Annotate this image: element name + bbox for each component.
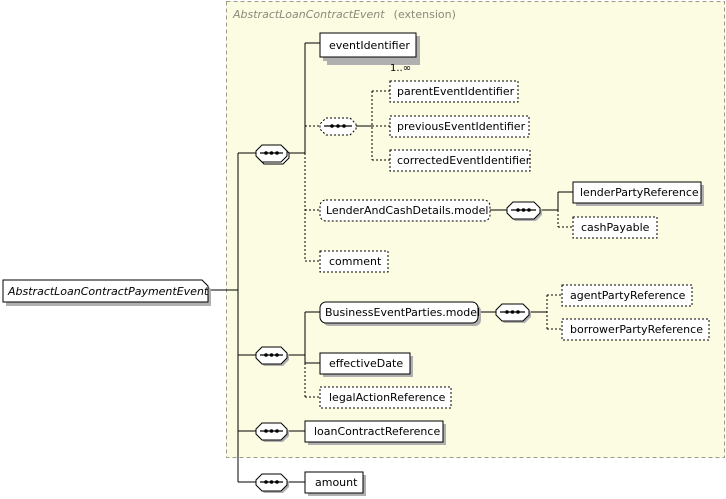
comment-label: comment <box>329 255 382 268</box>
sequence-compositor-1 <box>255 144 290 165</box>
element-agentPartyReference[interactable]: agentPartyReference <box>561 284 693 307</box>
group-LenderAndCashDetails-model[interactable]: LenderAndCashDetails.model <box>319 199 491 222</box>
parentEventIdentifier-label: parentEventIdentifier <box>397 85 515 98</box>
root-element-label: AbstractLoanContractPaymentEvent <box>7 285 209 298</box>
element-loanContractReference[interactable]: loanContractReference <box>304 420 446 445</box>
sequence-compositor-3 <box>255 422 289 442</box>
element-effectiveDate[interactable]: effectiveDate <box>319 352 413 377</box>
root-element[interactable]: AbstractLoanContractPaymentEvent <box>2 279 211 306</box>
lenderPartyReference-label: lenderPartyReference <box>580 186 699 199</box>
extension-title: AbstractLoanContractEvent (extension) <box>232 3 456 22</box>
element-lenderPartyReference[interactable]: lenderPartyReference <box>572 181 704 206</box>
connector-lines <box>208 42 573 483</box>
element-correctedEventIdentifier[interactable]: correctedEventIdentifier <box>389 149 531 172</box>
previousEventIdentifier-label: previousEventIdentifier <box>397 120 526 133</box>
element-legalActionReference[interactable]: legalActionReference <box>319 386 452 409</box>
extension-type-name: AbstractLoanContractEvent <box>232 8 385 21</box>
element-previousEventIdentifier[interactable]: previousEventIdentifier <box>389 115 530 138</box>
BusinessEventParties-model-label: BusinessEventParties.model <box>325 306 480 319</box>
element-cashPayable[interactable]: cashPayable <box>572 216 658 239</box>
element-amount[interactable]: amount <box>304 471 366 496</box>
element-eventIdentifier[interactable]: eventIdentifier <box>319 32 420 65</box>
sequence-compositor-4 <box>255 473 289 493</box>
sequence-compositor-parties <box>495 303 531 323</box>
loanContractReference-label: loanContractReference <box>314 425 440 438</box>
agentPartyReference-label: agentPartyReference <box>570 289 686 302</box>
extension-suffix: (extension) <box>394 8 456 21</box>
eventIdentifier-multiplicity: 1..∞ <box>390 63 411 74</box>
LenderAndCashDetails-model-label: LenderAndCashDetails.model <box>326 204 488 217</box>
group-BusinessEventParties-model[interactable]: BusinessEventParties.model <box>319 301 481 326</box>
element-parentEventIdentifier[interactable]: parentEventIdentifier <box>389 80 519 103</box>
borrowerPartyReference-label: borrowerPartyReference <box>570 323 703 336</box>
effectiveDate-label: effectiveDate <box>329 357 403 370</box>
sequence-compositor-optional-choice <box>319 117 357 136</box>
correctedEventIdentifier-label: correctedEventIdentifier <box>397 154 531 167</box>
cashPayable-label: cashPayable <box>581 221 650 234</box>
sequence-compositor-2 <box>255 346 289 366</box>
element-comment[interactable]: comment <box>319 250 389 273</box>
amount-label: amount <box>315 476 358 489</box>
element-borrowerPartyReference[interactable]: borrowerPartyReference <box>561 318 710 341</box>
sequence-compositor-lender <box>506 201 542 221</box>
legalActionReference-label: legalActionReference <box>329 391 446 404</box>
eventIdentifier-label: eventIdentifier <box>329 39 410 52</box>
